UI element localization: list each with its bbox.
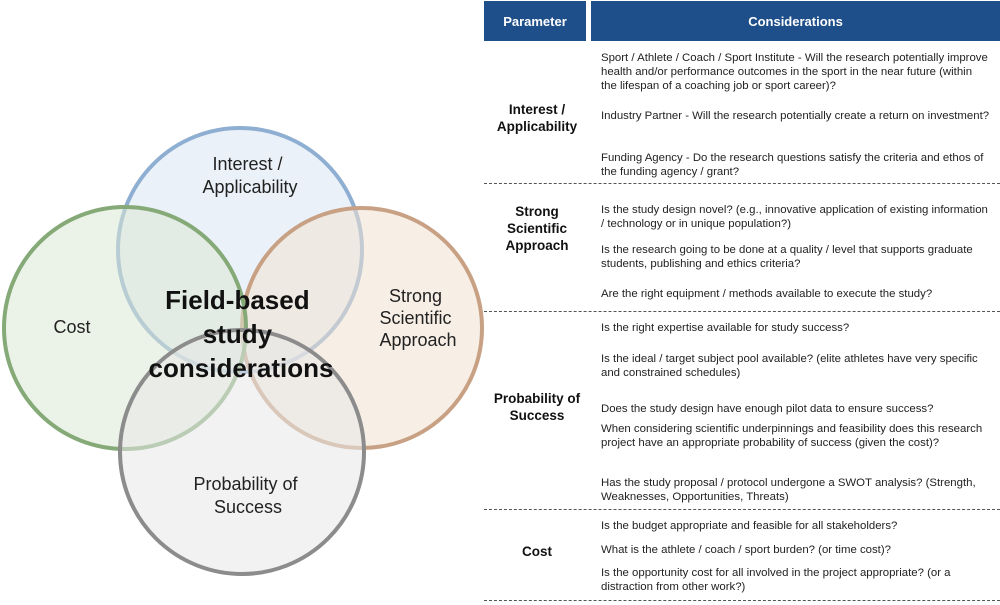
divider-1 <box>484 183 1000 184</box>
item-strong-2: Is the research going to be done at a qu… <box>601 244 973 270</box>
divider-2 <box>484 311 1000 312</box>
label-interest: Interest / Applicability <box>202 154 297 197</box>
venn-diagram: Interest / Applicability Strong Scientif… <box>2 126 484 576</box>
item-interest-3: Funding Agency - Do the research questio… <box>601 152 984 178</box>
label-probability: Probability of Success <box>193 474 302 517</box>
item-strong-1: Is the study design novel? (e.g., innova… <box>601 204 988 230</box>
item-strong-3: Are the right equipment / methods availa… <box>601 288 933 300</box>
header-considerations: Considerations <box>591 1 1000 41</box>
item-cost-1: Is the budget appropriate and feasible f… <box>601 520 898 532</box>
divider-3 <box>484 509 1000 510</box>
label-cost: Cost <box>53 317 90 337</box>
param-interest: Interest / Applicability <box>496 102 578 134</box>
considerations-table: Parameter Considerations Interest / Appl… <box>484 0 1000 605</box>
item-cost-2: What is the athlete / coach / sport burd… <box>601 544 891 556</box>
item-probability-1: Is the right expertise available for stu… <box>601 322 850 334</box>
center-title: Field-based study considerations <box>149 285 334 383</box>
item-probability-4: When considering scientific underpinning… <box>601 423 983 449</box>
venn-circles <box>2 126 484 576</box>
header-parameter: Parameter <box>484 1 586 41</box>
item-probability-5: Has the study proposal / protocol underg… <box>601 477 976 503</box>
item-interest-1: Sport / Athlete / Coach / Sport Institut… <box>601 52 988 92</box>
item-probability-2: Is the ideal / target subject pool avail… <box>601 353 978 379</box>
circle-probability <box>118 328 366 576</box>
item-interest-2: Industry Partner - Will the research pot… <box>601 110 990 122</box>
item-cost-3: Is the opportunity cost for all involved… <box>601 567 951 593</box>
param-cost: Cost <box>522 544 552 559</box>
param-probability: Probability of Success <box>493 391 581 423</box>
item-probability-3: Does the study design have enough pilot … <box>601 403 934 415</box>
param-strong: Strong Scientific Approach <box>505 204 569 253</box>
divider-4 <box>484 600 1000 601</box>
label-strong: Strong Scientific Approach <box>379 286 456 350</box>
